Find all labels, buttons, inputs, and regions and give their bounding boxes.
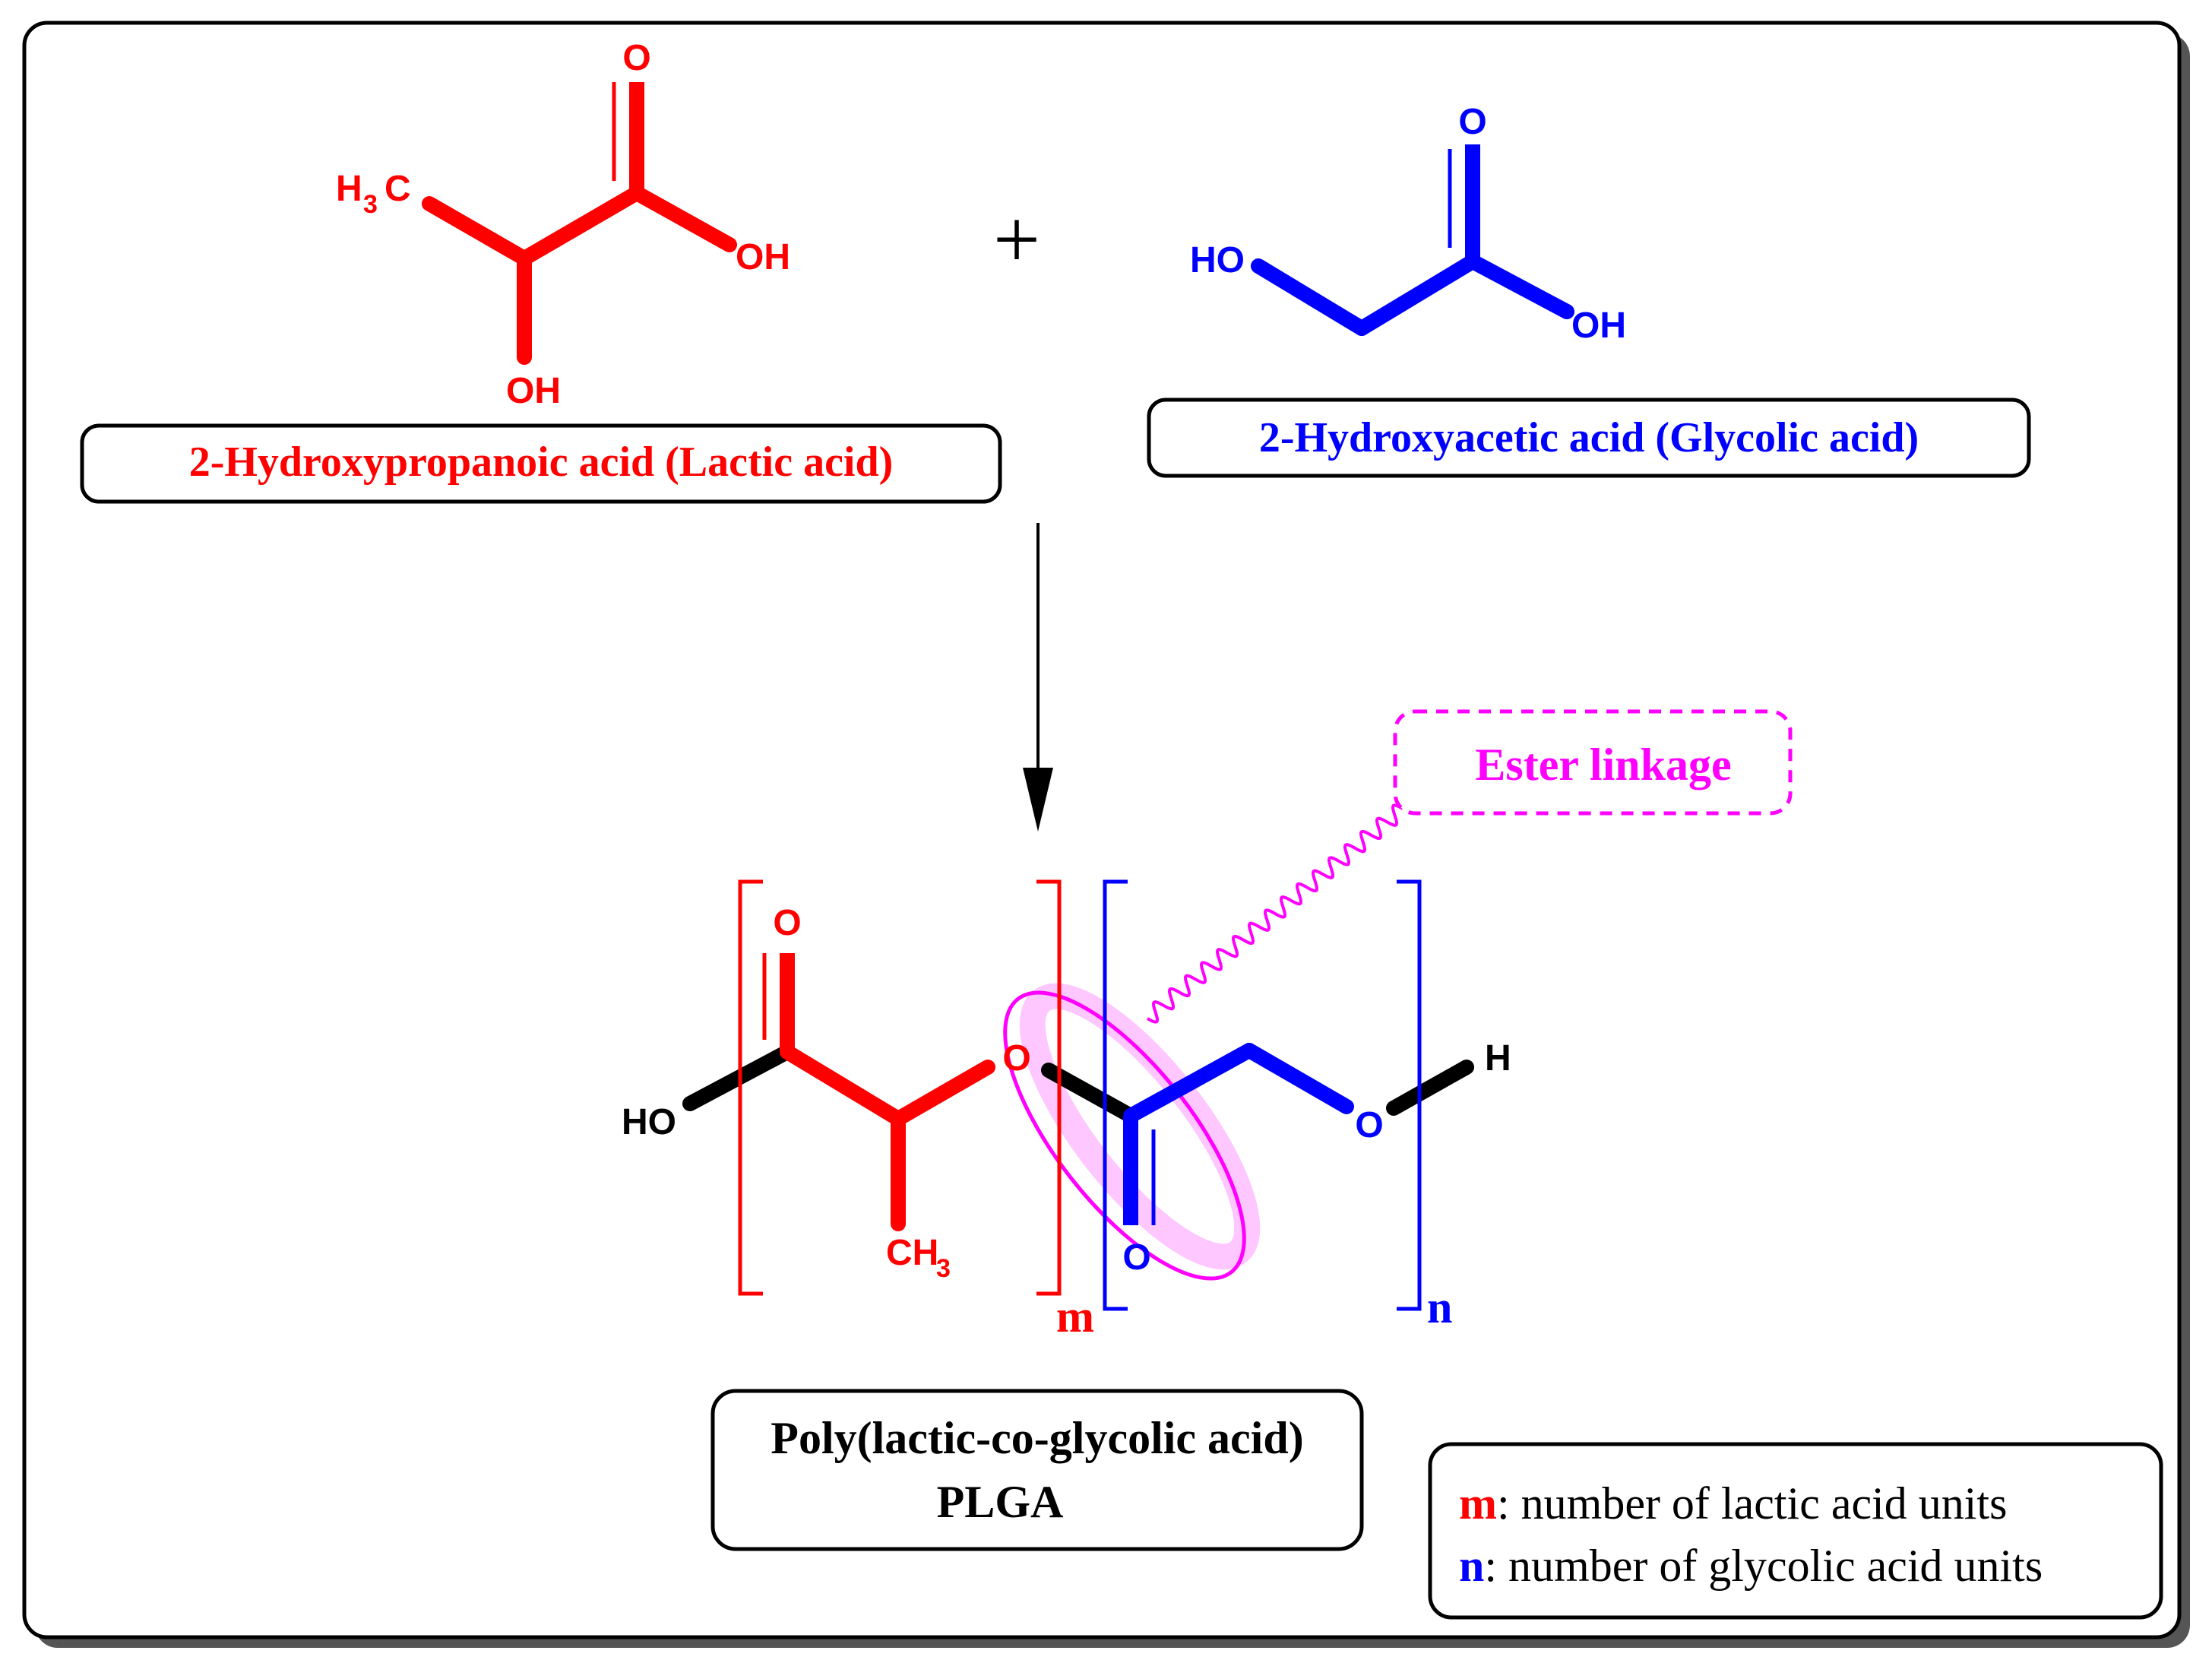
plga-glycolic-bond-2 <box>1242 1043 1354 1114</box>
ester-linkage-label: Ester linkage <box>1475 740 1731 790</box>
glycolic-acid-structure: O HO OH <box>1190 102 1626 346</box>
svg-text:C: C <box>384 169 411 209</box>
legend-m-symbol: m <box>1459 1478 1497 1529</box>
lactic-acid-structure: O OH OH H 3 C <box>336 38 790 411</box>
lactic-methyl-label: H 3 C <box>336 169 411 219</box>
glycolic-acid-name: 2-Hydroxyacetic acid (Glycolic acid) <box>1259 414 1919 461</box>
ester-linkage-box <box>1393 709 1793 816</box>
polymer-abbreviation: PLGA <box>937 1477 1064 1527</box>
glycolic-bond-hydroxyl <box>1251 258 1369 336</box>
lactic-bond-methyl <box>422 196 532 266</box>
legend-m-row: m: number of lactic acid units <box>1459 1478 2007 1529</box>
subscript-n: n <box>1427 1282 1452 1332</box>
glycolic-acid-name-box <box>1147 398 2031 478</box>
plga-glycolic-bond-1 <box>1123 1043 1257 1123</box>
plus-sign: + <box>993 193 1040 286</box>
glycolic-bond-oh <box>1465 254 1574 319</box>
glycolic-bracket-right <box>1397 879 1422 1311</box>
svg-text:3: 3 <box>363 190 378 219</box>
legend-n-row: n: number of glycolic acid units <box>1459 1541 2043 1591</box>
legend-n-text: : number of glycolic acid units <box>1484 1541 2043 1591</box>
plga-h-label: H <box>1485 1038 1511 1079</box>
glycolic-ho-label: HO <box>1190 240 1245 280</box>
svg-text:H: H <box>336 169 362 209</box>
plga-ester-bond <box>1041 1063 1138 1123</box>
reaction-arrow-head <box>1023 768 1053 832</box>
plga-lactic-bond-2 <box>891 1060 995 1126</box>
plga-terminal-oxygen: O <box>1355 1105 1383 1145</box>
plga-glycolic-oxygen: O <box>1122 1237 1150 1278</box>
polymer-name-box <box>710 1389 1364 1551</box>
lactic-bracket-left <box>738 879 763 1296</box>
legend-m-text: : number of lactic acid units <box>1497 1478 2007 1529</box>
lactic-acid-name-box <box>80 423 1002 504</box>
lactic-oh-label: OH <box>736 237 790 277</box>
ester-linkage-pointer <box>1147 803 1403 1024</box>
glycolic-oh-label: OH <box>1571 306 1626 346</box>
legend-n-symbol: n <box>1459 1541 1484 1591</box>
lactic-hydroxyl-label: OH <box>506 371 561 411</box>
lactic-bond-carboxyl <box>517 185 644 266</box>
polymer-name: Poly(lactic-co-glycolic acid) <box>771 1413 1303 1463</box>
lactic-bond-oh <box>629 185 737 252</box>
plga-bond-h <box>1386 1060 1474 1116</box>
lactic-bracket-right <box>1036 879 1062 1296</box>
legend-box <box>1428 1442 2163 1620</box>
plga-lactic-bond-1 <box>780 1044 906 1126</box>
plga-lactic-oxygen: O <box>773 903 801 943</box>
plga-ester-oxygen: O <box>1002 1038 1030 1079</box>
lactic-carbonyl-oxygen: O <box>622 38 650 78</box>
glycolic-carbonyl-oxygen: O <box>1458 102 1486 142</box>
glycolic-bracket-left <box>1103 879 1128 1311</box>
glycolic-bond-carboxyl <box>1354 254 1480 336</box>
subscript-m: m <box>1056 1291 1094 1342</box>
plga-methyl-label: CH 3 <box>886 1233 951 1283</box>
lactic-acid-name: 2-Hydroxypropanoic acid (Lactic acid) <box>189 439 894 486</box>
plga-ho-label: HO <box>622 1102 676 1142</box>
svg-text:CH: CH <box>886 1233 938 1273</box>
svg-text:3: 3 <box>936 1254 951 1283</box>
plga-structure: HO O O CH 3 O O H <box>622 903 1511 1283</box>
